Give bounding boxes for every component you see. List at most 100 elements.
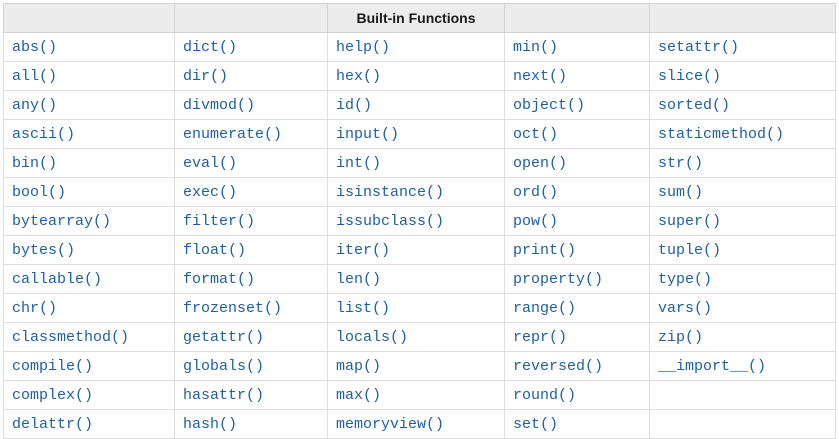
function-link[interactable]: enumerate() [183,126,283,143]
function-link[interactable]: compile() [12,358,94,375]
table-cell: tuple() [649,235,836,265]
function-link[interactable]: chr() [12,300,58,317]
table-cell: hasattr() [174,380,328,410]
function-link[interactable]: issubclass() [336,213,445,230]
function-link[interactable]: iter() [336,242,391,259]
function-link[interactable]: eval() [183,155,238,172]
function-link[interactable]: hex() [336,68,382,85]
function-link[interactable]: delattr() [12,416,94,433]
function-link[interactable]: locals() [336,329,409,346]
table-cell: round() [504,380,650,410]
function-link[interactable]: classmethod() [12,329,130,346]
function-link[interactable]: repr() [513,329,568,346]
header-cell-empty [504,3,650,33]
function-link[interactable]: property() [513,271,604,288]
function-link[interactable]: memoryview() [336,416,445,433]
function-link[interactable]: super() [658,213,722,230]
function-link[interactable]: round() [513,387,577,404]
function-link[interactable]: __import__() [658,358,767,375]
table-cell: vars() [649,293,836,323]
function-link[interactable]: any() [12,97,58,114]
header-cell-empty [3,3,175,33]
function-link[interactable]: isinstance() [336,184,445,201]
function-link[interactable]: bytes() [12,242,76,259]
function-link[interactable]: bool() [12,184,67,201]
function-link[interactable]: id() [336,97,373,114]
function-link[interactable]: object() [513,97,586,114]
function-link[interactable]: type() [658,271,713,288]
function-link[interactable]: list() [336,300,391,317]
function-link[interactable]: slice() [658,68,722,85]
function-link[interactable]: float() [183,242,247,259]
function-link[interactable]: all() [12,68,58,85]
function-link[interactable]: ord() [513,184,559,201]
table-cell: int() [327,148,505,178]
function-link[interactable]: set() [513,416,559,433]
function-link[interactable]: hasattr() [183,387,265,404]
function-link[interactable]: range() [513,300,577,317]
table-cell: pow() [504,206,650,236]
function-link[interactable]: bytearray() [12,213,112,230]
function-link[interactable]: staticmethod() [658,126,785,143]
function-link[interactable]: tuple() [658,242,722,259]
function-link[interactable]: setattr() [658,39,740,56]
function-link[interactable]: int() [336,155,382,172]
table-row: complex() hasattr() max() round() [3,380,836,410]
function-link[interactable]: divmod() [183,97,256,114]
table-cell: min() [504,32,650,62]
table-row: bytes() float() iter() print() tuple() [3,235,836,265]
function-link[interactable]: next() [513,68,568,85]
table-cell: iter() [327,235,505,265]
function-link[interactable]: abs() [12,39,58,56]
table-cell: divmod() [174,90,328,120]
table-cell: ord() [504,177,650,207]
table-row: all() dir() hex() next() slice() [3,61,836,91]
function-link[interactable]: globals() [183,358,265,375]
table-cell: getattr() [174,322,328,352]
table-cell: isinstance() [327,177,505,207]
function-link[interactable]: input() [336,126,400,143]
function-link[interactable]: map() [336,358,382,375]
function-link[interactable]: max() [336,387,382,404]
function-link[interactable]: reversed() [513,358,604,375]
function-link[interactable]: dir() [183,68,229,85]
function-link[interactable]: filter() [183,213,256,230]
table-cell: reversed() [504,351,650,381]
function-link[interactable]: bin() [12,155,58,172]
function-link[interactable]: open() [513,155,568,172]
function-link[interactable]: getattr() [183,329,265,346]
table-cell: range() [504,293,650,323]
header-cell-empty [649,3,836,33]
table-cell: bin() [3,148,175,178]
table-cell: dir() [174,61,328,91]
function-link[interactable]: min() [513,39,559,56]
builtin-functions-table: Built-in Functions abs() dict() help() m… [3,3,836,439]
function-link[interactable]: exec() [183,184,238,201]
function-link[interactable]: zip() [658,329,704,346]
function-link[interactable]: pow() [513,213,559,230]
table-cell: issubclass() [327,206,505,236]
function-link[interactable]: ascii() [12,126,76,143]
function-link[interactable]: frozenset() [183,300,283,317]
table-cell: open() [504,148,650,178]
table-row: bytearray() filter() issubclass() pow() … [3,206,836,236]
function-link[interactable]: complex() [12,387,94,404]
table-cell: print() [504,235,650,265]
table-row: compile() globals() map() reversed() __i… [3,351,836,381]
function-link[interactable]: oct() [513,126,559,143]
function-link[interactable]: sorted() [658,97,731,114]
table-cell: input() [327,119,505,149]
table-cell: help() [327,32,505,62]
function-link[interactable]: print() [513,242,577,259]
function-link[interactable]: callable() [12,271,103,288]
function-link[interactable]: len() [336,271,382,288]
function-link[interactable]: format() [183,271,256,288]
function-link[interactable]: vars() [658,300,713,317]
function-link[interactable]: help() [336,39,391,56]
function-link[interactable]: str() [658,155,704,172]
table-cell: staticmethod() [649,119,836,149]
function-link[interactable]: sum() [658,184,704,201]
table-cell: float() [174,235,328,265]
function-link[interactable]: hash() [183,416,238,433]
function-link[interactable]: dict() [183,39,238,56]
